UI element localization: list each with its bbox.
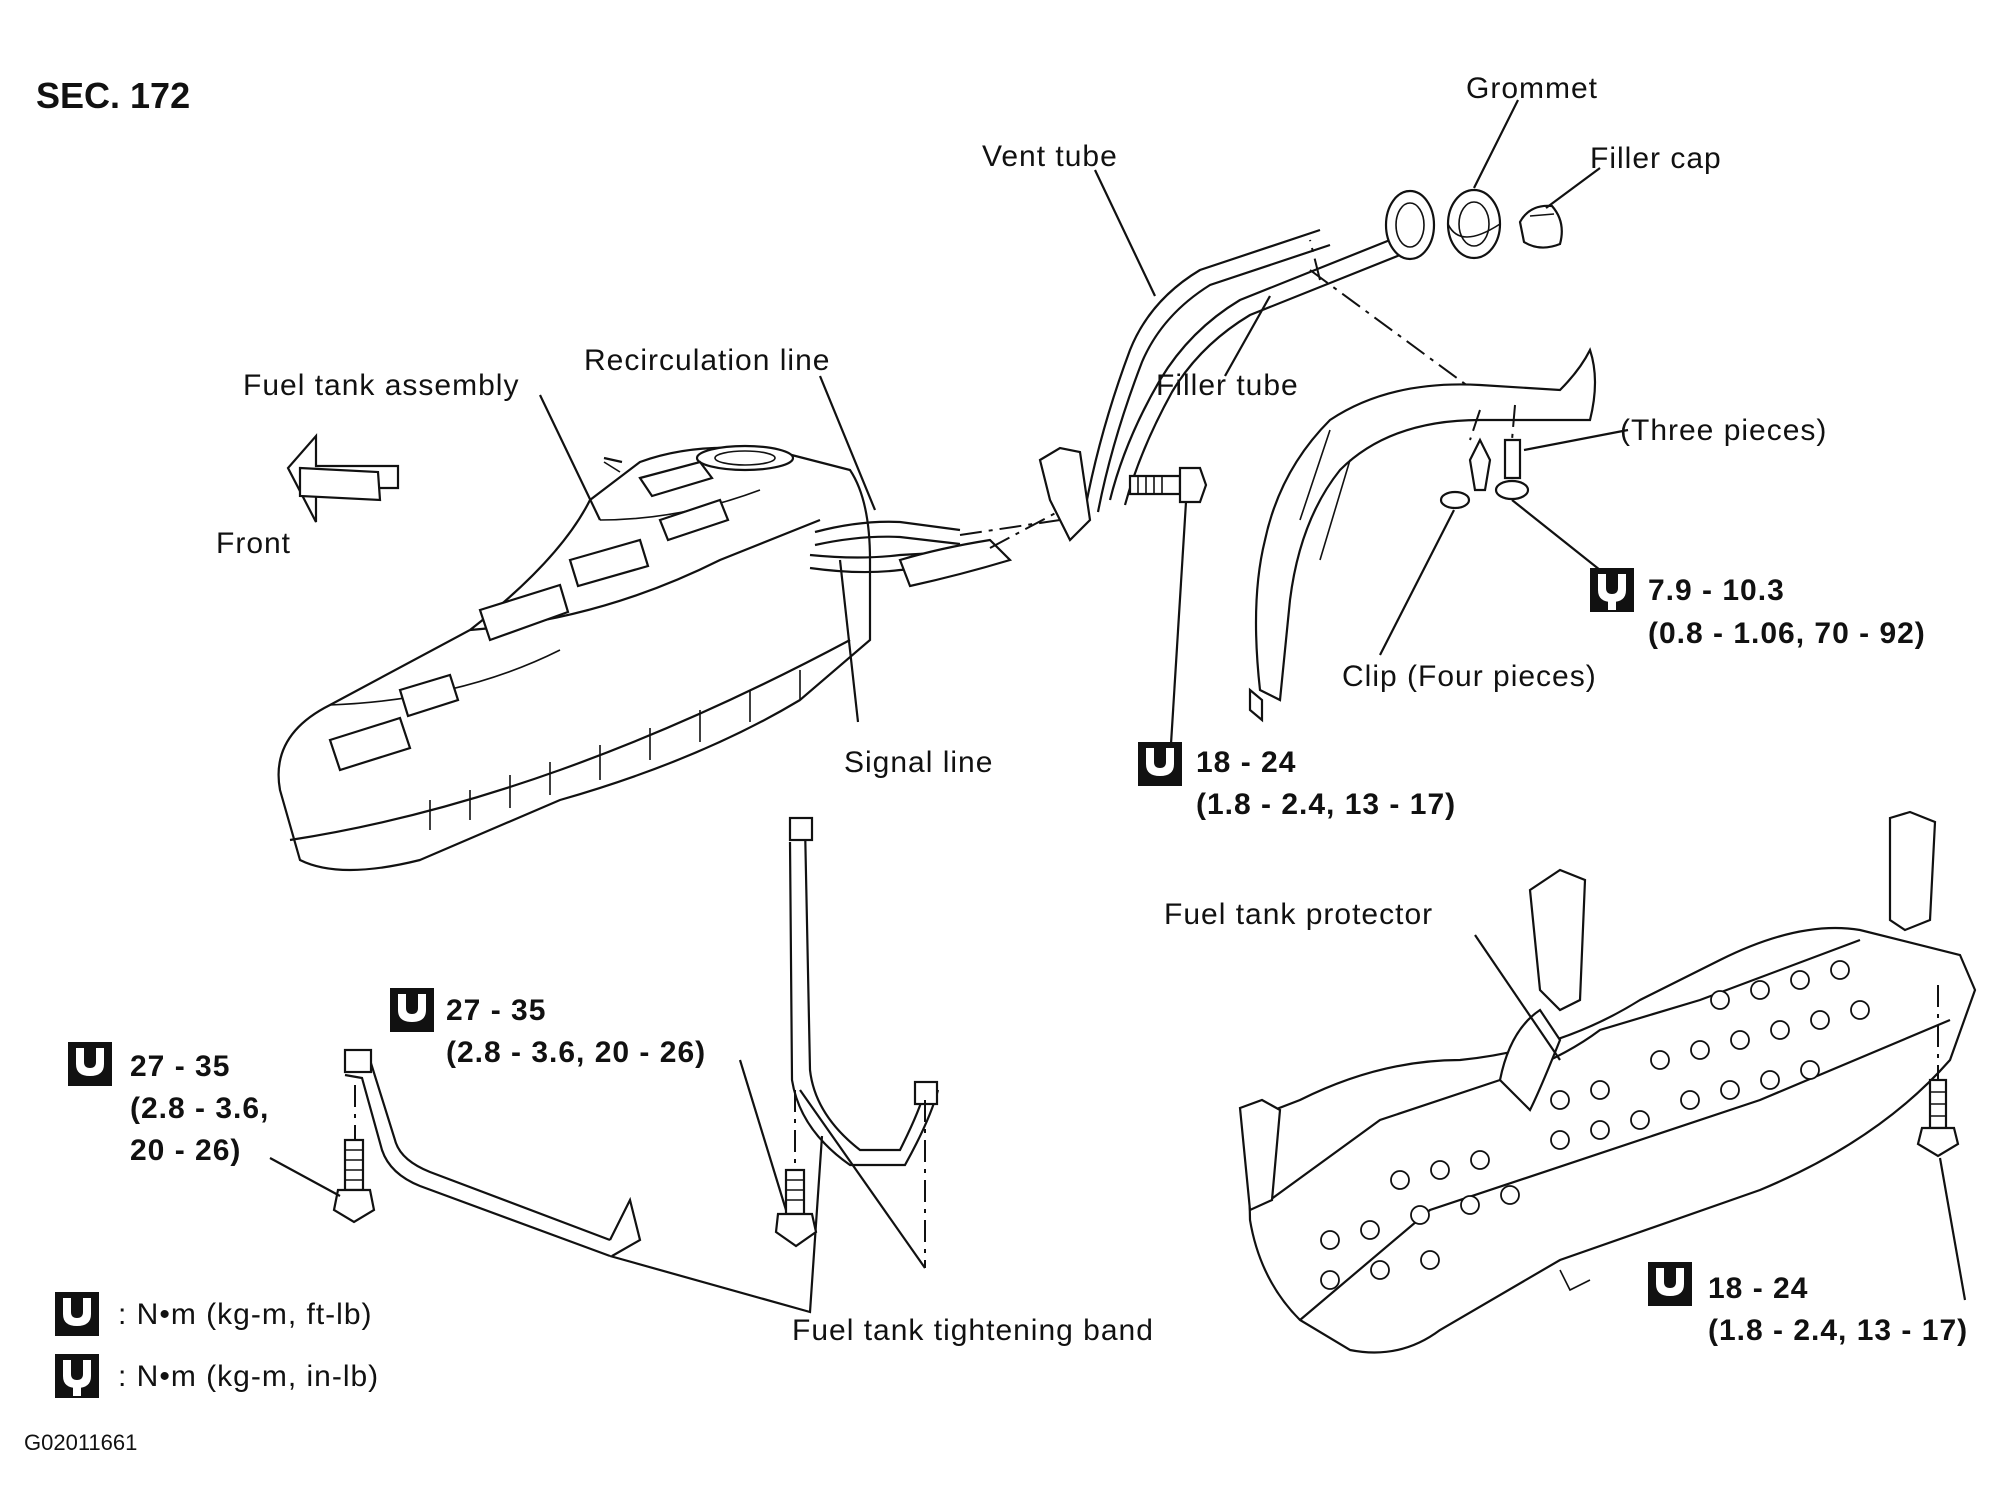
section-title: SEC. 172 [36, 75, 190, 116]
filler-cap-label: Filler cap [1590, 142, 1722, 175]
torque-band-right-range: 27 - 35 [446, 994, 546, 1027]
fuel-tank-assembly-label: Fuel tank assembly [243, 369, 519, 402]
torque-band-left-detail-1: (2.8 - 3.6, [130, 1092, 269, 1125]
torque-band-left-range: 27 - 35 [130, 1050, 230, 1083]
grommet [1446, 188, 1502, 260]
grommet-label: Grommet [1466, 72, 1598, 105]
vent-tube-label: Vent tube [982, 140, 1118, 173]
torque-clip-detail: (0.8 - 1.06, 70 - 92) [1648, 617, 1926, 650]
torque-filler-bolt-range: 18 - 24 [1196, 746, 1296, 779]
filler-tube [1038, 189, 1481, 542]
upper-leader-lines [539, 99, 1601, 723]
torque-filler-bolt-detail: (1.8 - 2.4, 13 - 17) [1196, 788, 1456, 821]
clip-fasteners [1379, 404, 1629, 656]
filler-tube-label: Filler tube [1156, 369, 1299, 402]
signal-line-label: Signal line [844, 746, 993, 779]
torque-wrench-icon [1648, 1262, 1692, 1306]
torque-protector-range: 18 - 24 [1708, 1272, 1808, 1305]
torque-wrench-icon [68, 1042, 112, 1086]
torque-wrench-icon [55, 1292, 99, 1336]
legend-in-lb: : N•m (kg-m, in-lb) [118, 1360, 379, 1393]
fuel-tank-tightening-bands [343, 816, 940, 1314]
torque-band-left-detail-2: 20 - 26) [130, 1134, 241, 1167]
filler-bolt [1128, 466, 1208, 761]
fuel-tank-protector-label: Fuel tank protector [1164, 898, 1433, 931]
torque-band-right-detail: (2.8 - 3.6, 20 - 26) [446, 1036, 706, 1069]
fuel-tank-tightening-band-label: Fuel tank tightening band [792, 1314, 1154, 1347]
fuel-tank-assembly [277, 444, 872, 872]
front-label: Front [216, 527, 291, 560]
three-pieces-label: (Three pieces) [1620, 414, 1827, 447]
clip-four-pieces-label: Clip (Four pieces) [1342, 660, 1597, 693]
figure-id: G02011661 [24, 1430, 137, 1455]
torque-wrench-icon [390, 988, 434, 1032]
torque-protector-detail: (1.8 - 2.4, 13 - 17) [1708, 1314, 1968, 1347]
legend-ft-lb: : N•m (kg-m, ft-lb) [118, 1298, 373, 1331]
front-arrow-icon [286, 433, 400, 523]
filler-shroud [1248, 347, 1597, 723]
torque-wrench-filled-icon [55, 1354, 99, 1398]
recirculation-line-label: Recirculation line [584, 344, 830, 377]
band-bolts [269, 1059, 818, 1248]
torque-clip-range: 7.9 - 10.3 [1648, 574, 1785, 607]
filler-cap [1518, 204, 1563, 249]
torque-wrench-icon [1138, 742, 1182, 786]
fuel-tank-protector [1238, 810, 1977, 1354]
torque-wrench-filled-icon [1590, 568, 1634, 612]
